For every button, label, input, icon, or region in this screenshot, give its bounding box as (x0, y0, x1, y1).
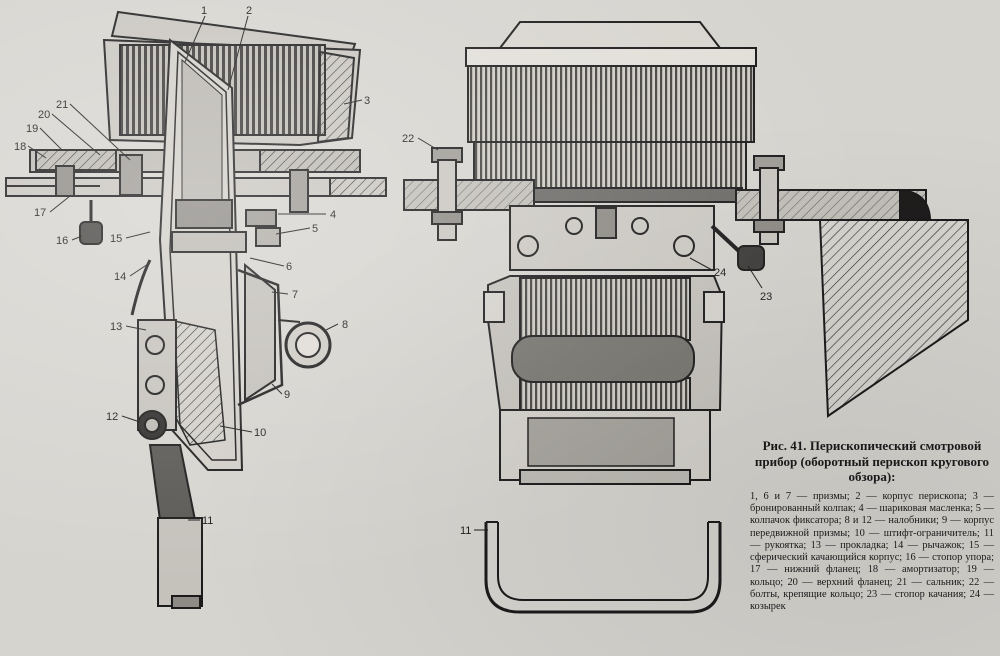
callout-5: 5 (312, 223, 318, 235)
callout-21: 21 (56, 99, 68, 111)
callout-20: 20 (38, 109, 50, 121)
callout-10: 10 (254, 427, 266, 439)
callout-16: 16 (56, 235, 68, 247)
callout-4: 4 (330, 209, 336, 221)
callout-8: 8 (342, 319, 348, 331)
callout-12: 12 (106, 411, 118, 423)
callout-1: 1 (201, 5, 207, 17)
callout-2: 2 (246, 5, 252, 17)
callout-17: 17 (34, 207, 46, 219)
callout-9: 9 (284, 389, 290, 401)
callout-11: 11 (202, 515, 213, 527)
callout-7: 7 (292, 289, 298, 301)
leader-lines (27, 15, 763, 531)
callout-13: 13 (110, 321, 122, 333)
figure-number: Рис. 41. (762, 438, 807, 453)
section-view (5, 10, 387, 609)
figure-title: Перископический смотровой прибор (оборот… (754, 438, 990, 485)
callout-23: 23 (760, 291, 772, 303)
figure-caption: Рис. 41. Перископический смотровой прибо… (750, 438, 994, 613)
callout-labels: 1 2 3 4 5 6 7 8 9 10 11 12 13 14 15 16 1… (14, 5, 772, 537)
callout-18: 18 (14, 141, 26, 153)
callout-24: 24 (714, 267, 726, 279)
callout-19: 19 (26, 123, 38, 135)
callout-3: 3 (364, 95, 370, 107)
front-view (403, 21, 969, 614)
callout-11-front: 11 (460, 525, 471, 537)
figure-legend: 1, 6 и 7 — призмы; 2 — корпус перископа;… (750, 490, 994, 613)
callout-14: 14 (114, 271, 126, 283)
callout-6: 6 (286, 261, 292, 273)
callout-15: 15 (110, 233, 122, 245)
callout-22: 22 (402, 133, 414, 145)
caption-title: Рис. 41. Перископический смотровой прибо… (750, 438, 994, 485)
